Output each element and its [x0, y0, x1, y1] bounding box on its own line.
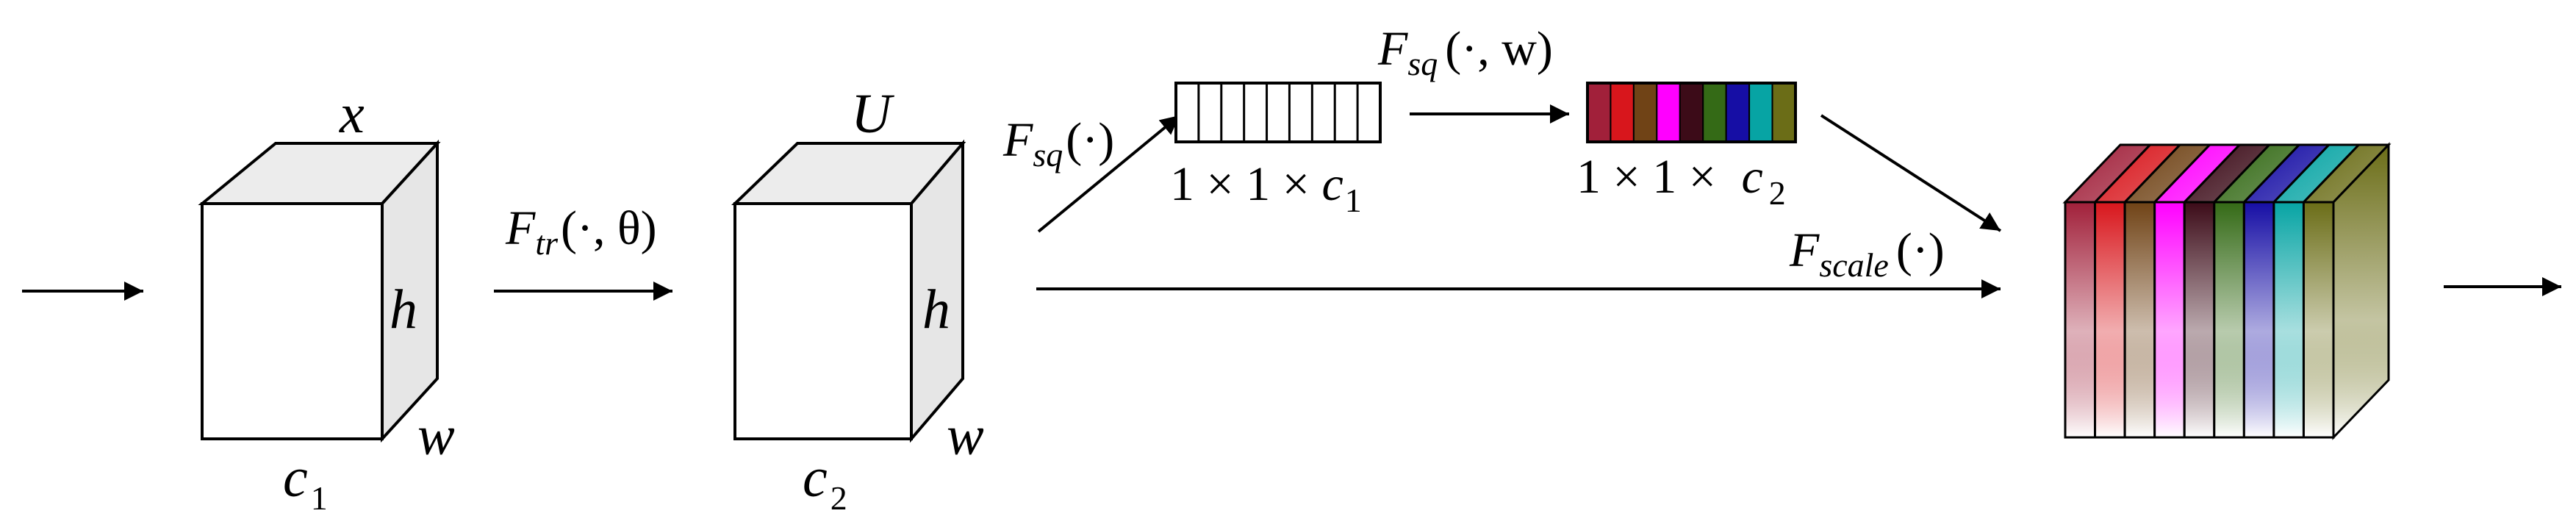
output-cube-side [2332, 142, 2390, 440]
output-channel-front [2302, 201, 2335, 439]
channel-weight-cell [1632, 82, 1658, 143]
input-cube-front [201, 202, 384, 440]
input-c1-label: c1 [283, 447, 328, 517]
squeezed-vector-outline [1174, 82, 1382, 143]
output-channel-front [2153, 201, 2186, 439]
ftr-sub: tr [535, 224, 559, 262]
u-tensor-cube [731, 139, 966, 443]
ftr-label: Ftr(·, θ) [505, 201, 657, 262]
u-h-label: h [922, 279, 950, 340]
fex-base: F [1377, 22, 1408, 76]
u-c-sub: 2 [830, 479, 847, 517]
output-channel-front [2213, 201, 2245, 439]
fscale-label: Fscale(·) [1789, 223, 1945, 284]
channel-weight-cell [1748, 82, 1773, 143]
fscale-sub: scale [1819, 246, 1889, 284]
ftr-args: (·, θ) [561, 201, 657, 255]
input-w-label: w [417, 405, 455, 467]
input-h-label: h [390, 279, 417, 340]
input-tensor-cube [198, 139, 441, 443]
channel-weights-outline [1586, 82, 1797, 143]
vec1-dims-text: 1 × 1 × [1170, 157, 1321, 211]
output-channel-front [2183, 201, 2216, 439]
fex-sub: sq [1407, 45, 1438, 82]
output-channel-front [2123, 201, 2156, 439]
channel-weights-vector [1586, 82, 1797, 143]
fsq-args: (·) [1066, 113, 1114, 167]
vec2-c-base: c [1741, 150, 1762, 204]
channel-weight-cell [1725, 82, 1751, 143]
vec1-c-sub: 1 [1345, 182, 1362, 219]
u-label: U [851, 83, 894, 145]
u-cube-front [733, 202, 913, 440]
vec2-c-sub: 2 [1769, 174, 1786, 212]
output-recalibrated-tensor [2062, 142, 2392, 440]
fsq-base: F [1002, 113, 1033, 167]
output-channel-front [2094, 201, 2126, 439]
output-channel-front [2064, 201, 2097, 439]
excitation-label: Fsq(·, w) [1377, 22, 1553, 82]
ftr-base: F [505, 201, 536, 255]
vec2-dims-text: 1 × 1 × [1576, 150, 1728, 204]
channel-weight-cell [1771, 82, 1797, 143]
u-c-base: c [803, 447, 828, 509]
channel-weight-cell [1702, 82, 1727, 143]
weights-to-scale-arrow [1820, 114, 2002, 232]
channel-weight-cell [1679, 82, 1704, 143]
fsq-label: Fsq(·) [1002, 113, 1114, 173]
squeeze-arrow [1037, 114, 1181, 233]
input-x-label: x [339, 83, 365, 145]
vec1-c-base: c [1321, 157, 1343, 211]
output-channel-front [2272, 201, 2305, 439]
u-w-label: w [947, 405, 984, 467]
channel-weight-cell [1610, 82, 1635, 143]
squeezed-vector [1174, 82, 1382, 143]
fex-args: (·, w) [1445, 22, 1553, 76]
fscale-base: F [1789, 223, 1820, 277]
channel-weight-cell [1656, 82, 1681, 143]
fsq-sub: sq [1033, 136, 1063, 173]
u-c2-label: c2 [803, 447, 847, 517]
channel-weight-cell [1587, 82, 1612, 143]
input-c-sub: 1 [311, 479, 328, 517]
output-channel-front [2242, 201, 2275, 439]
fscale-args: (·) [1896, 223, 1945, 277]
vec1-dims-label: 1 × 1 × c1 [1170, 157, 1362, 219]
input-c-base: c [283, 447, 308, 509]
